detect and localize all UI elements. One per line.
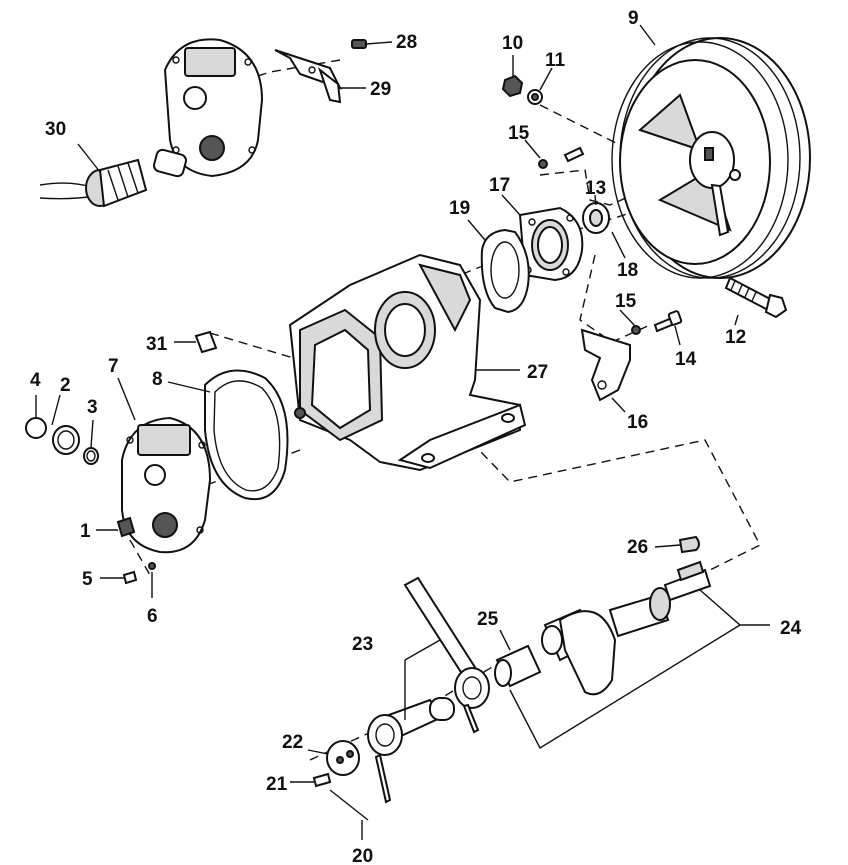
gasket-8 (204, 369, 289, 501)
unloader-valve (39, 148, 187, 208)
callout-13: 13 (585, 178, 606, 199)
callout-11: 11 (545, 50, 566, 71)
screw-15a (563, 146, 585, 163)
gasket-19 (480, 228, 530, 314)
callout-9: 9 (628, 8, 639, 29)
bolt-12 (724, 276, 788, 319)
callout-30: 30 (45, 119, 66, 140)
callout-17: 17 (489, 175, 510, 196)
callout-22: 22 (282, 732, 303, 753)
callout-15a: 15 (508, 123, 530, 144)
callout-23: 23 (352, 634, 373, 655)
washer-15a (538, 159, 548, 169)
callout-16: 16 (627, 412, 648, 433)
callout-10: 10 (502, 33, 523, 54)
callout-15b: 15 (615, 291, 637, 312)
washer-6 (148, 562, 156, 570)
front-cover-7 (121, 416, 212, 554)
cap-2 (52, 425, 80, 455)
callout-29: 29 (370, 79, 391, 100)
callout-7: 7 (108, 356, 119, 377)
rear-cover (163, 38, 264, 178)
callout-27: 27 (527, 362, 548, 383)
callout-18: 18 (617, 260, 638, 281)
oil-seal-13 (582, 202, 610, 234)
bearing-housing-17 (518, 206, 584, 282)
callout-19: 19 (449, 198, 470, 219)
screw-21 (290, 772, 332, 788)
crankcase-27 (288, 253, 527, 472)
callout-1: 1 (80, 521, 91, 542)
callout-5: 5 (82, 569, 93, 590)
callout-21: 21 (266, 774, 288, 795)
callout-2: 2 (60, 375, 71, 396)
callout-25: 25 (477, 609, 499, 630)
key-26 (678, 535, 700, 554)
washer-11 (527, 89, 543, 105)
callout-24: 24 (780, 618, 802, 639)
sight-glass-4 (25, 417, 47, 439)
plug-31 (174, 330, 218, 354)
screw-5 (100, 570, 138, 585)
piston-cap-22 (326, 740, 360, 776)
callout-20: 20 (352, 846, 373, 865)
piston-pin (429, 697, 455, 721)
screw-28 (351, 39, 393, 49)
leader-lines (35, 24, 739, 840)
callout-28: 28 (396, 32, 417, 53)
callout-labels: 1 2 3 4 5 6 7 8 9 10 11 12 13 14 15 15 1… (30, 8, 802, 865)
callout-4: 4 (30, 370, 41, 391)
crankshaft-24 (509, 560, 770, 749)
callout-12: 12 (725, 327, 746, 348)
callout-8: 8 (152, 369, 163, 390)
bracket-16 (580, 328, 631, 402)
nut-10 (501, 74, 524, 98)
callout-14: 14 (675, 349, 697, 370)
flywheel-pulley (611, 37, 811, 279)
screw-14 (653, 310, 683, 333)
washer-15b (631, 325, 641, 335)
bracket-29 (274, 49, 342, 104)
callout-3: 3 (87, 397, 98, 418)
callout-31: 31 (146, 334, 168, 355)
callout-26: 26 (627, 537, 648, 558)
o-ring-3 (83, 447, 99, 465)
connecting-rod-23 (367, 576, 490, 804)
bearing-25 (494, 644, 542, 688)
breather-1 (96, 516, 136, 538)
callout-6: 6 (147, 606, 158, 627)
